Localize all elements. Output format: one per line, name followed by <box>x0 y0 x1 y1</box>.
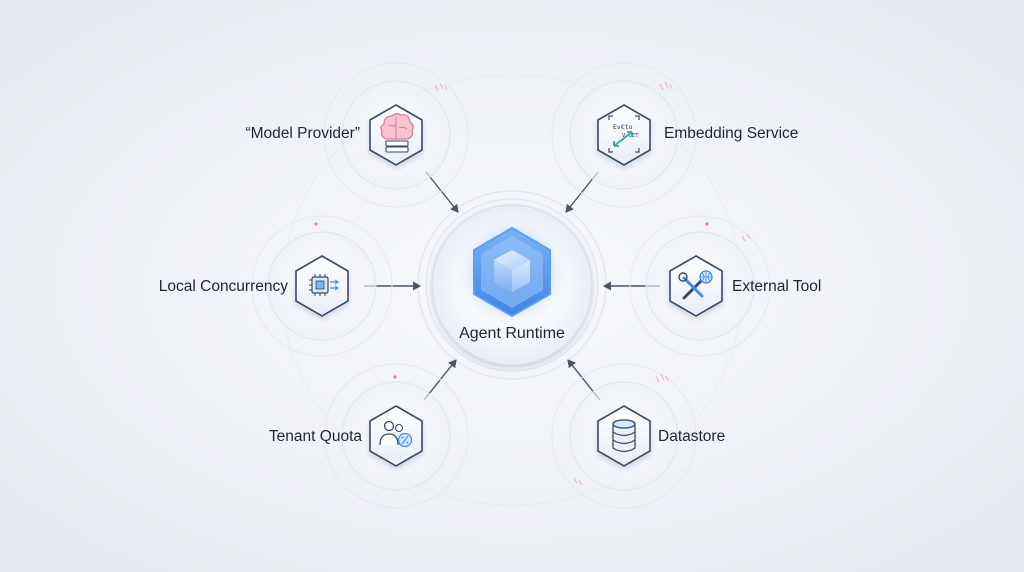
users-percent-icon <box>379 420 413 448</box>
node-datastore[interactable]: Datastore <box>551 363 725 509</box>
node-label-tenant-quota: Tenant Quota <box>269 428 362 445</box>
node-embedding-service[interactable]: Ev€to V CET Embedding Service <box>551 62 798 208</box>
center-node-agent-runtime[interactable]: Agent Runtime <box>417 190 607 380</box>
arrow-model-provider <box>425 171 459 213</box>
tools-globe-icon <box>678 270 713 300</box>
cpu-chip-icon <box>309 274 339 296</box>
brain-server-icon <box>380 113 414 153</box>
center-label: Agent Runtime <box>459 325 565 342</box>
node-external-tool[interactable]: External Tool <box>629 215 821 357</box>
vector-embedding-icon: Ev€to V CET <box>608 115 640 153</box>
database-icon <box>612 419 636 453</box>
node-model-provider[interactable]: “Model Provider” <box>245 62 469 208</box>
node-label-datastore: Datastore <box>658 428 725 445</box>
node-label-local-concurrency: Local Concurrency <box>159 278 288 295</box>
node-label-model-provider: “Model Provider” <box>245 125 360 142</box>
node-tenant-quota[interactable]: Tenant Quota <box>269 363 469 509</box>
embedding-icon-text-top: Ev€to <box>613 123 633 131</box>
node-label-embedding-service: Embedding Service <box>664 125 798 142</box>
embedding-icon-text-bottom: V CET <box>622 133 639 139</box>
node-label-external-tool: External Tool <box>732 278 821 295</box>
cube-icon <box>473 226 551 318</box>
node-local-concurrency[interactable]: Local Concurrency <box>159 215 393 357</box>
